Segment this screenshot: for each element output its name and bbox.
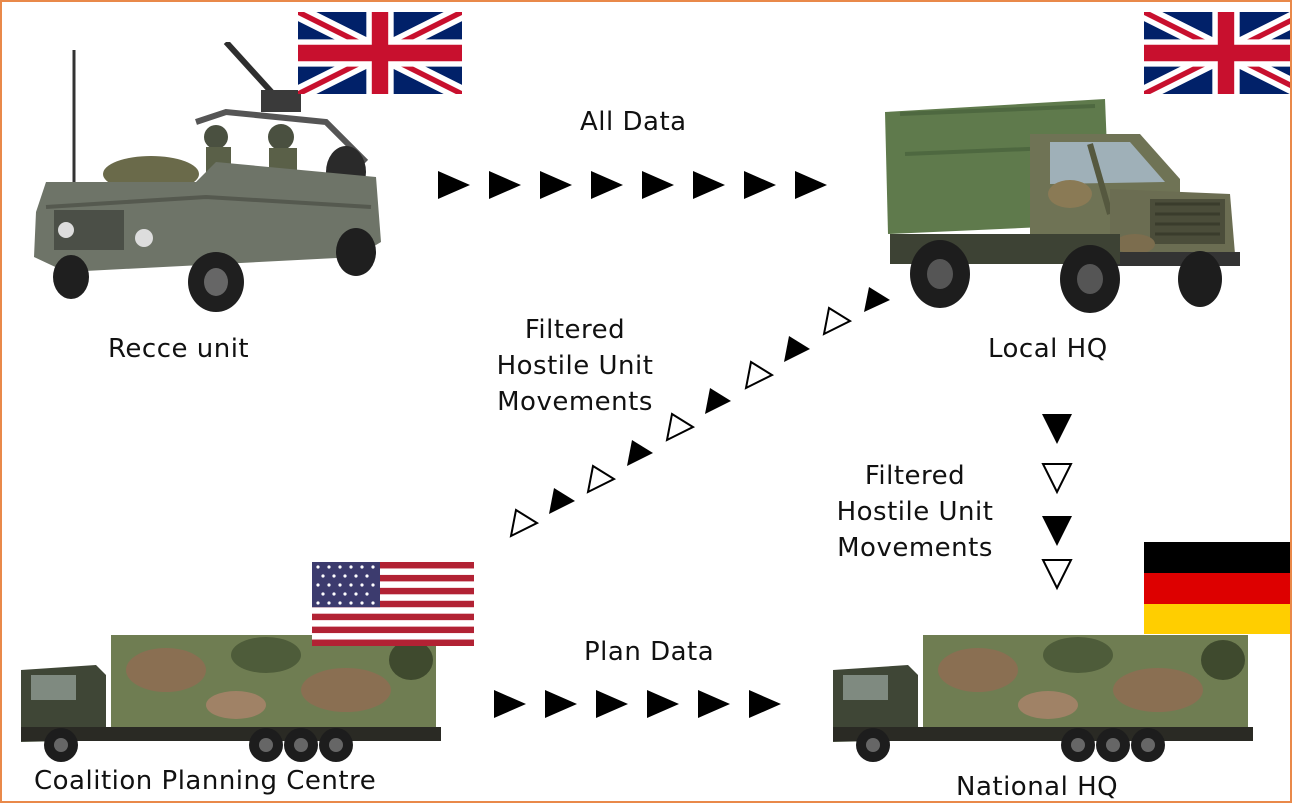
arrow-down-filled	[1042, 414, 1072, 444]
arrow-right-filled	[596, 690, 628, 718]
arrow-down-outline	[1041, 559, 1073, 591]
arrow-right-filled	[647, 690, 679, 718]
coalition-planning-centre-label: Coalition Planning Centre	[34, 766, 377, 796]
arrow-right-filled	[795, 171, 827, 199]
arrow-diag-outline	[822, 306, 853, 336]
arrow-diag-outline	[744, 360, 775, 390]
arrow-diag-outline	[509, 508, 540, 538]
arrow-right-filled	[749, 690, 781, 718]
label-line: Movements	[837, 533, 993, 563]
plan-data-arrows	[494, 690, 781, 718]
military-truck-icon	[880, 94, 1245, 324]
germany-flag	[1144, 542, 1290, 634]
filtered-vertical-arrows	[1041, 414, 1073, 591]
all-data-label: All Data	[580, 107, 687, 137]
arrow-diag-filled	[864, 287, 890, 312]
arrow-right-filled	[489, 171, 521, 199]
arrow-diag-filled	[627, 440, 653, 466]
arrow-diag-outline	[665, 412, 696, 442]
arrow-right-filled	[693, 171, 725, 199]
label-line: Hostile Unit	[496, 351, 654, 381]
arrow-right-filled	[591, 171, 623, 199]
arrow-diag-filled	[784, 336, 810, 362]
uk-flag	[1144, 12, 1290, 94]
local-hq-label: Local HQ	[988, 334, 1108, 364]
arrow-right-filled	[642, 171, 674, 199]
arrow-right-filled	[744, 171, 776, 199]
uk-flag	[298, 12, 462, 94]
label-line: Filtered	[524, 315, 626, 345]
recce-unit-label: Recce unit	[108, 334, 250, 364]
arrow-diag-filled	[549, 488, 575, 514]
plan-data-label: Plan Data	[584, 637, 715, 667]
all-data-arrows	[438, 171, 827, 199]
arrow-right-filled	[540, 171, 572, 199]
label-line: Movements	[497, 387, 653, 417]
arrow-diag-filled	[705, 388, 731, 414]
us-flag	[312, 562, 474, 646]
arrow-right-filled	[494, 690, 526, 718]
filtered-diagonal-arrows	[509, 287, 890, 538]
arrow-down-filled	[1042, 516, 1072, 546]
arrow-diag-outline	[586, 464, 617, 494]
label-line: Hostile Unit	[836, 497, 994, 527]
filtered-hostile-movements-label-diagonal: Filtered Hostile Unit Movements	[480, 312, 670, 420]
filtered-hostile-movements-label-vertical: Filtered Hostile Unit Movements	[820, 458, 1010, 566]
label-line: Filtered	[864, 461, 966, 491]
arrow-right-filled	[438, 171, 470, 199]
arrow-right-filled	[698, 690, 730, 718]
command-trailer-truck-icon	[16, 630, 446, 765]
arrow-down-outline	[1041, 463, 1073, 495]
patrol-vehicle-icon	[26, 42, 386, 312]
arrow-right-filled	[545, 690, 577, 718]
command-trailer-truck-icon	[828, 630, 1258, 765]
national-hq-label: National HQ	[956, 772, 1119, 802]
